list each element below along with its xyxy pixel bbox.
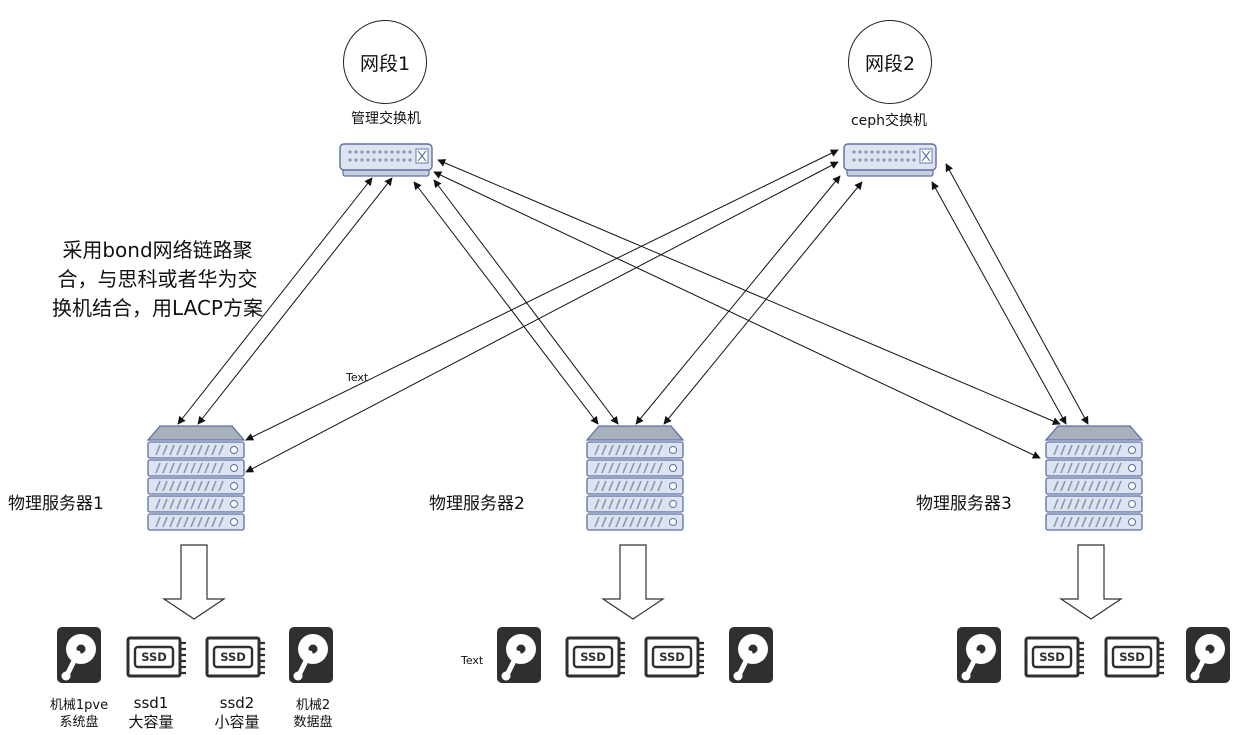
management-switch-label: 管理交换机 (351, 111, 421, 127)
disk-label-line: 大容量 (128, 713, 174, 731)
hard-disk-icon (1186, 627, 1230, 683)
ssd-badge: SSD (580, 650, 606, 664)
server-3-label: 物理服务器3 (916, 494, 1012, 514)
ssd-badge: SSD (141, 650, 167, 664)
link-ceph-s1-a (245, 149, 839, 441)
disk-label-ssd2: ssd2 小容量 (214, 694, 259, 732)
link-mgmt-s2-a (413, 181, 599, 425)
link-ceph-s1-b (245, 161, 839, 473)
down-arrow-icon (1060, 544, 1122, 620)
network-segment-2: 网段2 (848, 20, 932, 104)
server-rack-icon (586, 425, 684, 531)
disk-label-hdd1: 机械1pve 系统盘 (50, 697, 108, 731)
note-line: 合，与思科或者华为交 (57, 267, 258, 291)
network-segment-1: 网段1 (343, 20, 427, 104)
hard-disk-icon (289, 627, 333, 683)
disk-label-line: ssd2 (219, 694, 255, 712)
disk-group2-text-label: Text (461, 654, 484, 667)
hard-disk-icon (497, 627, 541, 683)
link-ceph-s2-b (663, 181, 863, 425)
disk-label-hdd2: 机械2 数据盘 (293, 697, 332, 731)
link-ceph-s3-a (931, 181, 1067, 425)
segment-label: 网段1 (359, 53, 411, 75)
connection-lines (177, 149, 1089, 473)
disk-label-ssd1: ssd1 大容量 (128, 694, 173, 732)
disk-label-line: 小容量 (214, 713, 260, 731)
server-2-label: 物理服务器2 (429, 494, 525, 514)
link-ceph-s2-a (635, 175, 841, 425)
disk-label-line: 系统盘 (59, 715, 99, 730)
ssd-badge: SSD (220, 650, 246, 664)
disk-label-line: 数据盘 (293, 715, 333, 730)
note-line: 换机结合，用LACP方案 (52, 296, 263, 320)
segment-label: 网段2 (864, 53, 916, 75)
hard-disk-icon (957, 627, 1001, 683)
server-rack-icon (1045, 425, 1143, 531)
link-ceph-s3-b (945, 163, 1089, 425)
ssd-badge: SSD (1119, 650, 1145, 664)
management-switch-icon (339, 143, 433, 177)
disk-label-line: 机械1pve (49, 698, 109, 713)
disk-label-line: ssd1 (133, 694, 169, 712)
link-mgmt-s3-a (437, 159, 1061, 425)
down-arrow-icon (163, 544, 225, 620)
edge-text-label: Text (346, 371, 369, 384)
hard-disk-icon (729, 627, 773, 683)
note-line: 采用bond网络链路聚 (62, 238, 253, 262)
ssd-badge: SSD (659, 650, 685, 664)
server-rack-icon (147, 425, 245, 531)
bond-note: 采用bond网络链路聚 合，与思科或者华为交 换机结合，用LACP方案 (40, 236, 275, 323)
ssd-badge: SSD (1039, 650, 1065, 664)
ceph-switch-icon (843, 143, 937, 177)
server-1-label: 物理服务器1 (8, 494, 104, 514)
ceph-switch-label: ceph交换机 (850, 113, 928, 129)
down-arrow-icon (602, 544, 664, 620)
link-mgmt-s2-b (433, 179, 619, 425)
hard-disk-icon (57, 627, 101, 683)
disk-label-line: 机械2 (295, 698, 331, 713)
